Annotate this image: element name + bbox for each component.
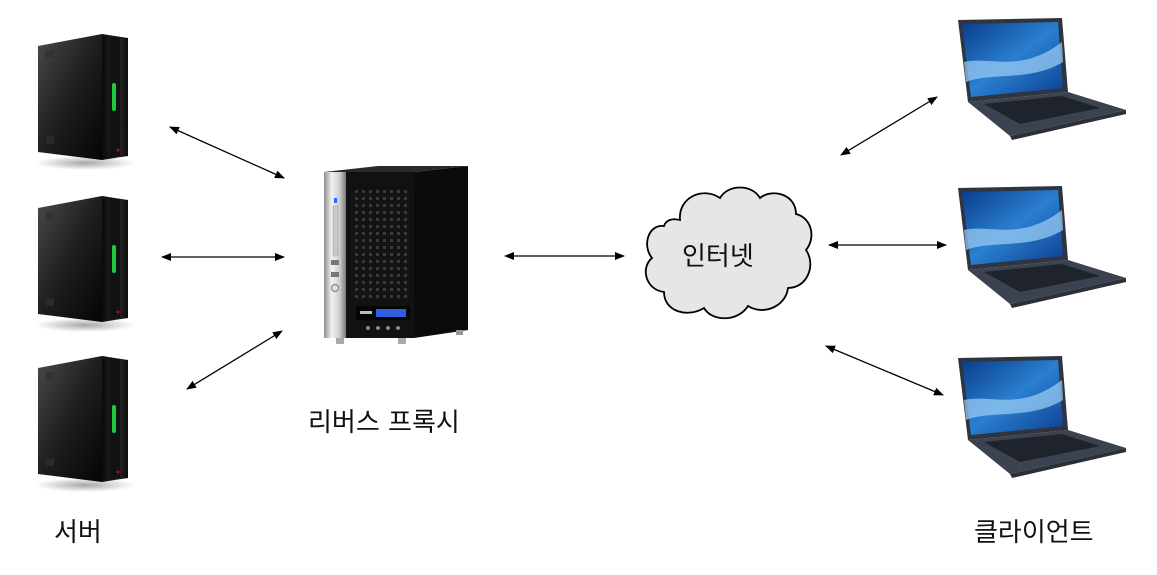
arrow-internet-client3 bbox=[825, 345, 944, 396]
laptop-icon bbox=[958, 18, 1126, 140]
laptop-icon bbox=[958, 356, 1126, 478]
arrow-server1-proxy bbox=[169, 126, 285, 179]
arrow-server3-proxy bbox=[186, 330, 283, 390]
cloud-icon bbox=[644, 186, 813, 320]
laptop-icon bbox=[958, 186, 1126, 308]
clients-label: 클라이언트 bbox=[974, 518, 1094, 548]
server-tower-icon bbox=[35, 356, 135, 492]
server-tower-icon bbox=[35, 196, 135, 332]
servers-label: 서버 bbox=[54, 518, 102, 548]
internet-label: 인터넷 bbox=[682, 242, 754, 272]
reverse-proxy-label: 리버스 프록시 bbox=[308, 408, 460, 438]
arrow-internet-client1 bbox=[840, 96, 938, 156]
nas-server-icon bbox=[324, 166, 468, 344]
server-tower-icon bbox=[35, 34, 135, 170]
